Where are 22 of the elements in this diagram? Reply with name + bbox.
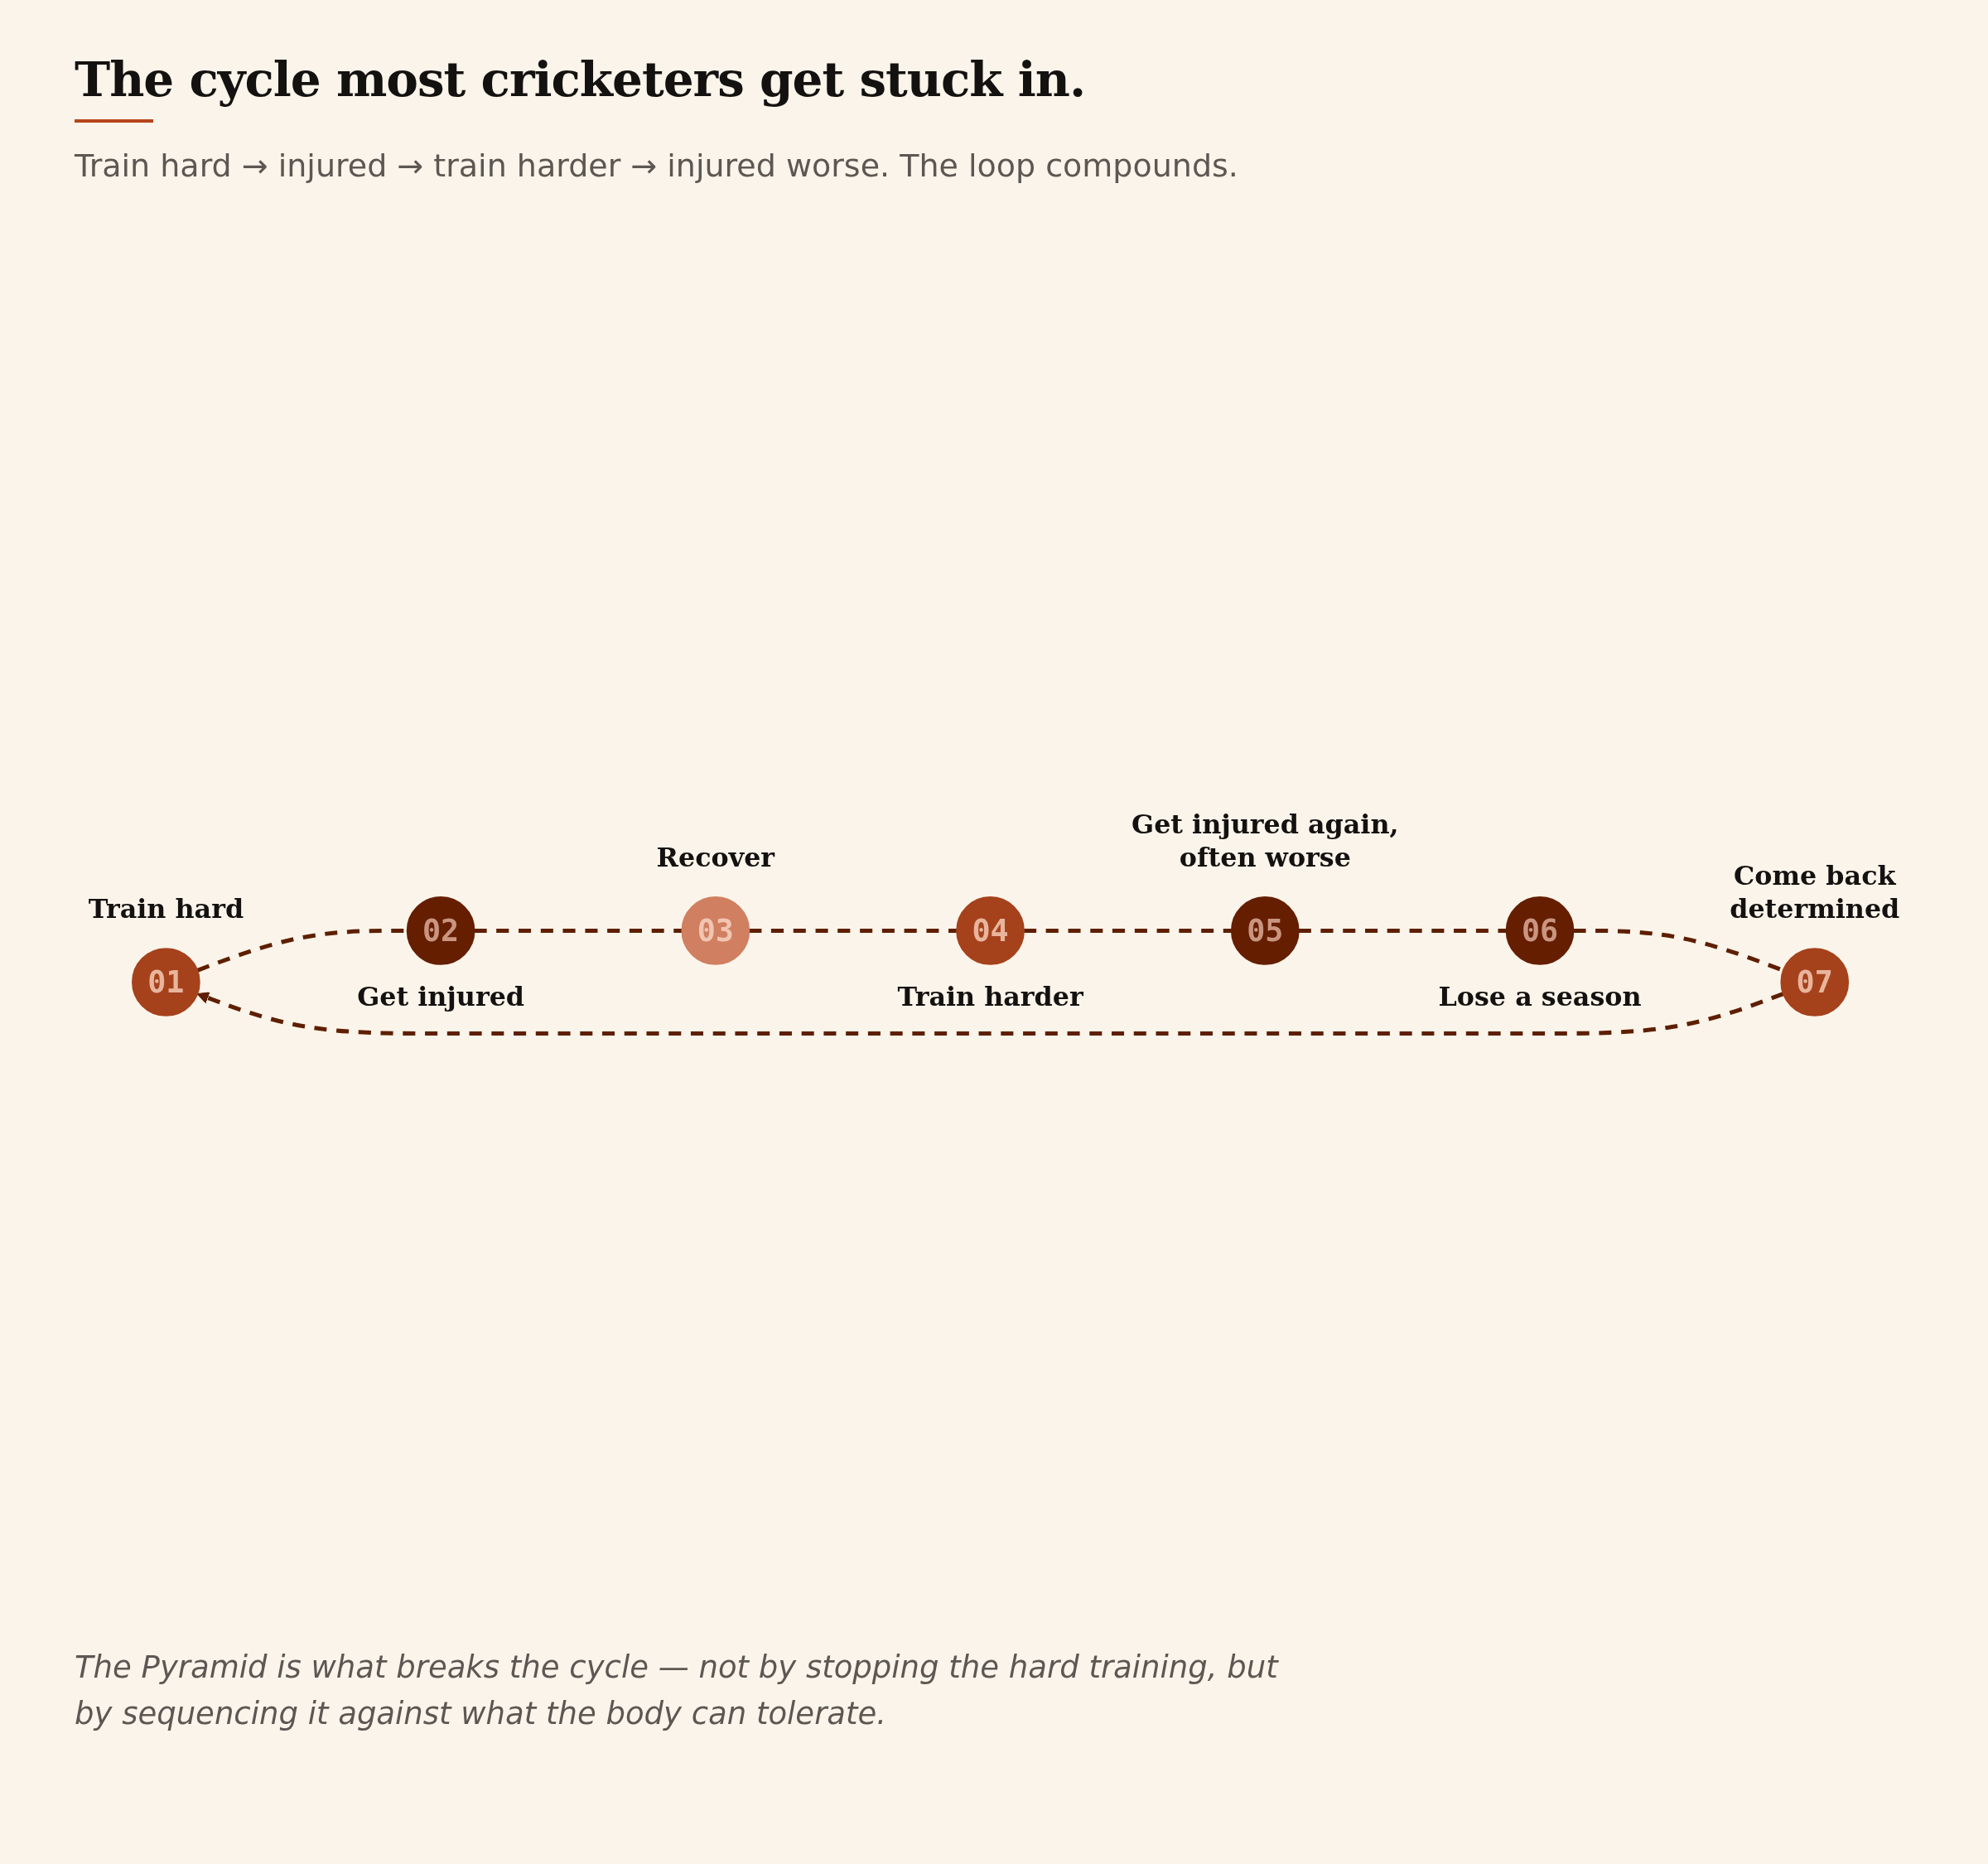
step-label: Recover	[656, 842, 775, 873]
connector	[474, 928, 683, 933]
step-label: Get injured again, often worse	[1132, 809, 1399, 873]
connector	[1024, 928, 1232, 933]
step-label: Lose a season	[1438, 981, 1642, 1012]
step-label: Train harder	[897, 981, 1083, 1012]
node-circle: 01	[132, 948, 200, 1017]
arrow	[196, 992, 1784, 1036]
caption: The Pyramid is what breaks the cycle — not by stopping the hard training, but by sequencing it against what the body can tolerate.	[75, 1649, 1280, 1733]
connector	[1298, 928, 1507, 933]
step-label: Train hard	[88, 893, 244, 925]
node-circle: 02	[406, 896, 475, 965]
node-circle: 05	[1230, 896, 1300, 965]
step-label: Come back determined	[1730, 860, 1900, 925]
subtitle: Train hard → injured → train harder → injured worse. The loop compounds.	[75, 147, 1238, 184]
connector	[749, 928, 958, 933]
node-circle: 04	[956, 896, 1025, 965]
title: The cycle most cricketers get stuck in.	[75, 51, 1086, 108]
node-circle: 06	[1505, 896, 1575, 965]
node-circle: 07	[1780, 948, 1850, 1017]
step-label: Get injured	[357, 981, 525, 1012]
node-circle: 03	[681, 896, 750, 965]
